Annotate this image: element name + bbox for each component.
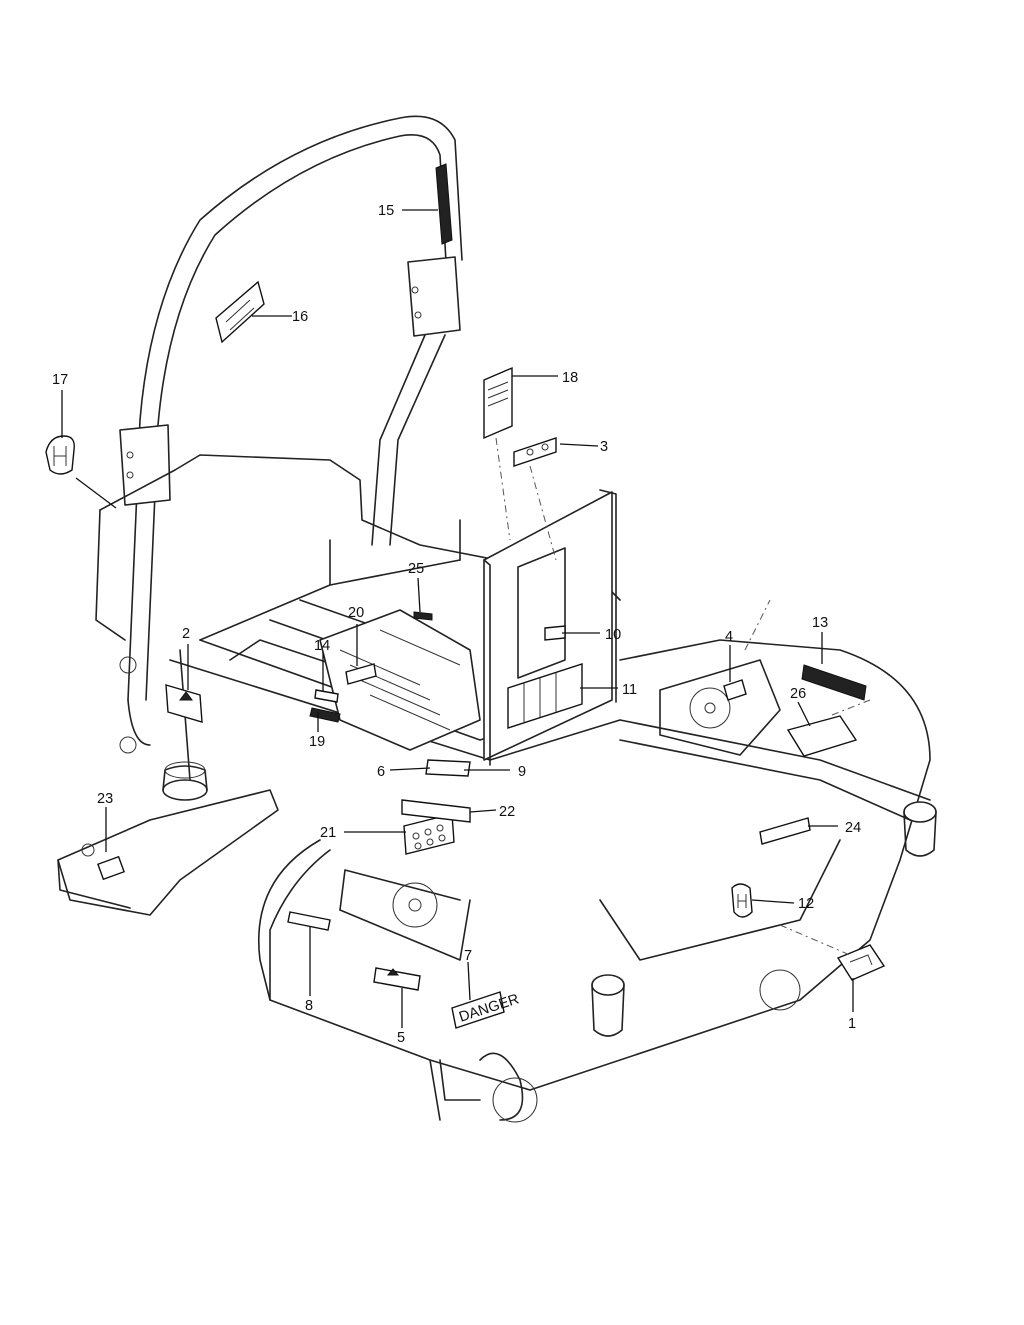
callout-20: 20: [348, 605, 364, 621]
decal-14: [314, 689, 339, 703]
decal-20: [345, 663, 377, 685]
callout-22: 22: [499, 804, 515, 820]
decal-17-logo: [45, 435, 75, 475]
decal-25: [413, 611, 433, 621]
callout-19: 19: [309, 734, 325, 750]
decal-21: [403, 813, 455, 855]
mower-deck: [258, 639, 937, 1123]
callout-11: 11: [622, 682, 637, 698]
decal-13: [801, 664, 867, 701]
callout-12: 12: [798, 896, 814, 912]
callout-26: 26: [790, 686, 806, 702]
decal-15: [435, 163, 453, 245]
decal-2: [165, 684, 203, 723]
rollover-bar: [119, 115, 463, 754]
callout-2: 2: [182, 626, 190, 642]
callout-15: 15: [378, 203, 394, 219]
callout-13: 13: [812, 615, 828, 631]
callout-9: 9: [518, 764, 526, 780]
control-console: [57, 761, 279, 916]
decal-1: [836, 944, 886, 981]
decal-12-logo: [731, 883, 753, 918]
decal-7-danger: DANGER: [451, 991, 521, 1029]
alignment-lines: [495, 437, 871, 956]
callout-labels: 1 2 3 4 5 6 7 8 9 10 11 12 13 14 15 16 1…: [52, 203, 861, 1046]
callout-25: 25: [408, 561, 424, 577]
decal-4: [723, 679, 747, 701]
callout-10: 10: [605, 627, 621, 643]
decal-19: [309, 707, 341, 723]
callout-23: 23: [97, 791, 113, 807]
callout-17: 17: [52, 372, 68, 388]
callout-5: 5: [397, 1030, 405, 1046]
decal-22: [401, 799, 471, 823]
decal-24: [759, 817, 811, 845]
callout-16: 16: [292, 309, 308, 325]
decal-16: [215, 280, 265, 344]
decal-6-9: [425, 759, 471, 777]
callout-4: 4: [725, 629, 733, 645]
callout-7: 7: [464, 948, 472, 964]
decal-18: [483, 366, 513, 440]
decal-26: [786, 715, 858, 757]
callout-21: 21: [320, 825, 336, 841]
callout-1: 1: [848, 1016, 856, 1032]
callout-3: 3: [600, 439, 608, 455]
decal-3: [513, 437, 557, 467]
callout-24: 24: [845, 820, 861, 836]
leader-lines: [61, 209, 854, 1028]
foot-plate: [319, 609, 481, 751]
decal-5: [373, 967, 421, 991]
decal-11: [507, 663, 583, 729]
callout-18: 18: [562, 370, 578, 386]
decal-10: [544, 625, 566, 641]
callout-8: 8: [305, 998, 313, 1014]
decal-8: [287, 911, 331, 931]
callout-14: 14: [314, 638, 330, 654]
callout-6: 6: [377, 764, 385, 780]
